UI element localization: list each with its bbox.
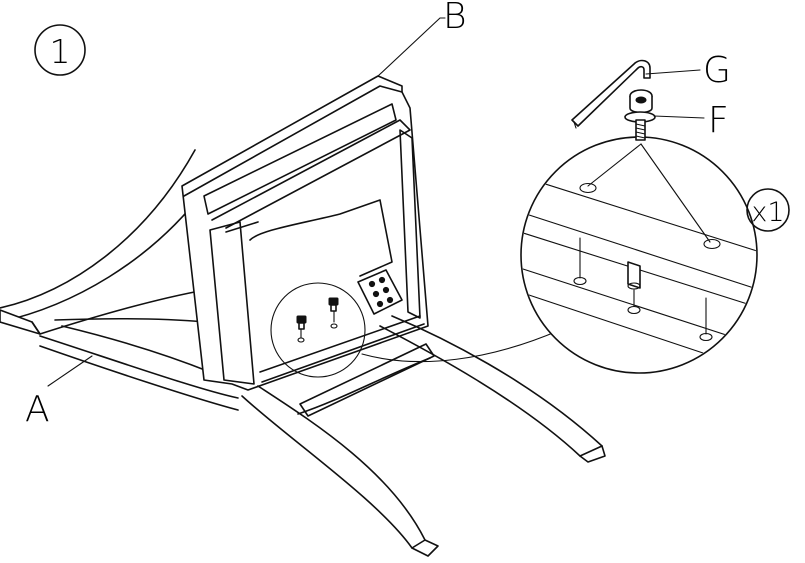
small-bolt-left (296, 315, 307, 343)
bolt-washer-icon (624, 89, 656, 141)
part-label-g: G (703, 50, 731, 91)
front-rails (0, 149, 239, 411)
quantity-badge: x1 (746, 188, 790, 232)
seat-front-edge-2 (261, 323, 425, 383)
seat-left-post-top (225, 221, 259, 233)
rail-upper-inner (0, 189, 206, 323)
part-label-f: F (708, 100, 729, 141)
seat-back-rail (203, 103, 397, 215)
detail-view (520, 136, 758, 374)
apron-inner-line (54, 317, 206, 323)
leg-right-foot (579, 445, 606, 463)
apron-top (39, 335, 239, 399)
back-legs (241, 315, 606, 557)
seat-rail-inner (211, 119, 411, 229)
detail-circle-large (520, 136, 758, 374)
apron-bottom (39, 345, 239, 411)
leader-b (377, 17, 446, 77)
leg-right-outer (391, 315, 603, 447)
corner-block-face (357, 269, 403, 315)
bolt-pointer-right (640, 143, 711, 243)
seat-outer (181, 75, 429, 391)
leg-left-foot (411, 539, 439, 557)
detail-marker (270, 282, 561, 378)
hole-top-right (703, 238, 721, 250)
corner-block-holes (368, 276, 394, 308)
apron-inner-line-2 (61, 325, 211, 373)
dowel-pin (627, 261, 641, 290)
detail-leader (361, 329, 561, 363)
seat-left-post (209, 221, 255, 385)
leader-a (47, 355, 93, 387)
step-number: 1 (50, 32, 71, 71)
bolt-pointer-left (587, 143, 642, 187)
step-badge: 1 (34, 24, 86, 76)
quantity-text: x1 (751, 197, 784, 228)
leg-right-inner (379, 325, 581, 457)
leader-f (653, 115, 705, 119)
seat-frame (181, 75, 429, 391)
step-circle (34, 24, 86, 76)
small-bolt-right (328, 297, 339, 329)
part-label-a: A (25, 389, 50, 430)
corner-block (357, 269, 403, 315)
leg-left-outer (257, 385, 426, 541)
back-stretcher-edge (297, 357, 431, 415)
rail-end-edge (31, 321, 41, 335)
hole-top-left (579, 182, 597, 194)
detail-circle-small (270, 282, 366, 378)
seat-front-edge (259, 315, 421, 373)
quantity-circle (746, 188, 790, 232)
rail-upper-outer (0, 149, 196, 309)
rail-upper-end (0, 309, 41, 335)
seat-right-post (399, 129, 421, 319)
hex-key-icon (571, 59, 701, 129)
leg-left-inner (241, 395, 413, 549)
seat-edge (183, 85, 403, 197)
stretcher-top (39, 289, 206, 335)
seat-cavity (249, 199, 393, 277)
part-label-b: B (443, 0, 467, 37)
